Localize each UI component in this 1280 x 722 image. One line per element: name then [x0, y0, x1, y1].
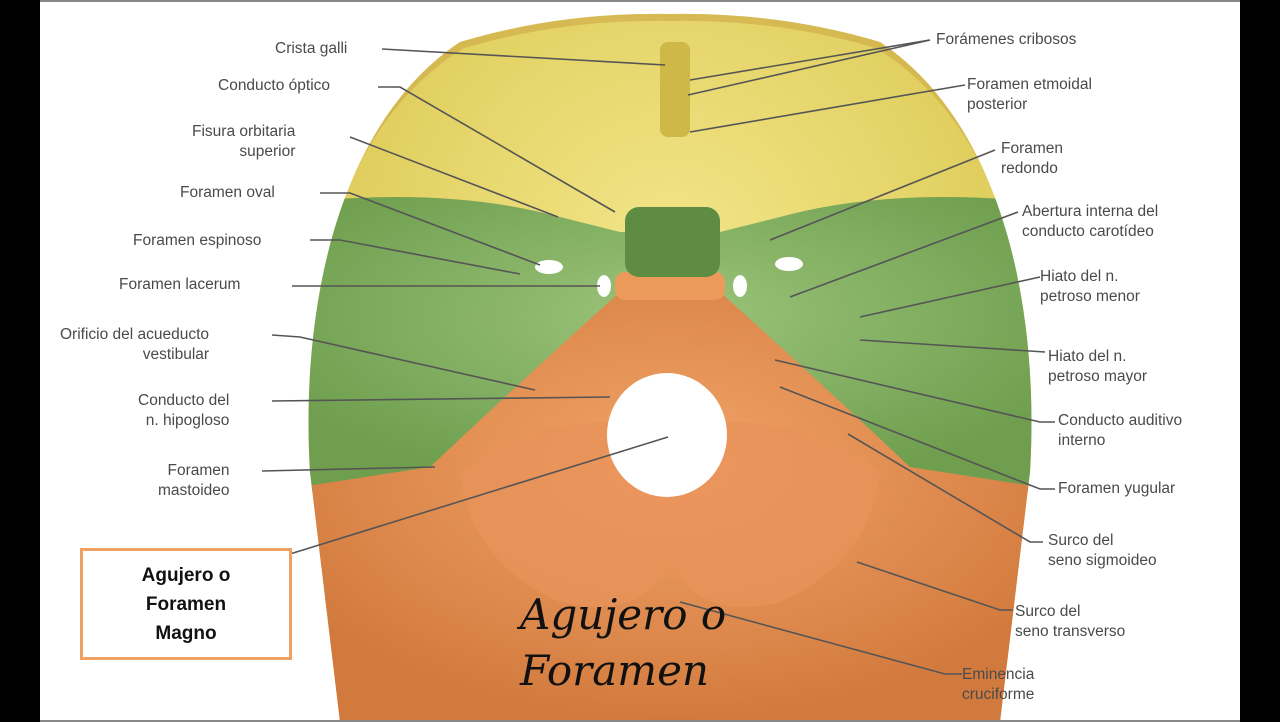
label-eminencia-cruciforme: Eminencia cruciforme	[962, 666, 1035, 703]
caption-overlay: Agujero o Foramen	[520, 590, 727, 695]
label-foramen-espinoso: Foramen espinoso	[133, 232, 262, 249]
label-hiato-petroso-mayor: Hiato del n. petroso mayor	[1048, 348, 1148, 385]
foramen-magnum	[607, 373, 727, 497]
label-foramen-yugular: Foramen yugular	[1058, 480, 1176, 497]
slide: Crista galli Conducto óptico Fisura orbi…	[40, 0, 1240, 722]
label-surco-seno-transverso: Surco del seno transverso	[1015, 603, 1126, 640]
label-foramenes-cribosos: Forámenes cribosos	[936, 31, 1077, 48]
leader-lines	[261, 39, 1055, 675]
label-foramen-redondo: Foramen redondo	[1001, 140, 1064, 177]
label-conducto-hipogloso: Conducto del n. hipogloso	[138, 392, 230, 429]
skull-fossae	[308, 13, 1032, 720]
label-abertura-conducto-carotideo: Abertura interna del conducto carotídeo	[1022, 203, 1159, 240]
label-orificio-acueducto-vestibular: Orificio del acueducto vestibular	[60, 326, 210, 363]
sella-turcica	[625, 207, 720, 277]
foramen-magnum-highlight-box: Agujero o Foramen Magno	[80, 548, 292, 660]
label-surco-seno-sigmoideo: Surco del seno sigmoideo	[1048, 532, 1157, 569]
cribriform-plate	[660, 42, 690, 137]
label-foramen-mastoideo: Foramen mastoideo	[158, 462, 230, 499]
highlight-box-text: Agujero o Foramen Magno	[141, 564, 231, 644]
label-foramen-etmoidal-posterior: Foramen etmoidal posterior	[967, 76, 1092, 113]
label-foramen-lacerum: Foramen lacerum	[119, 276, 241, 293]
skull-base-illustration	[261, 13, 1055, 720]
label-conducto-optico: Conducto óptico	[218, 77, 331, 94]
label-crista-galli: Crista galli	[275, 40, 348, 57]
label-conducto-auditivo-interno: Conducto auditivo interno	[1058, 412, 1183, 449]
label-fisura-orbitaria-superior: Fisura orbitaria superior	[192, 123, 296, 160]
dorsum-sellae	[615, 272, 725, 300]
label-foramen-oval: Foramen oval	[180, 184, 275, 201]
label-hiato-petroso-menor: Hiato del n. petroso menor	[1040, 268, 1140, 305]
